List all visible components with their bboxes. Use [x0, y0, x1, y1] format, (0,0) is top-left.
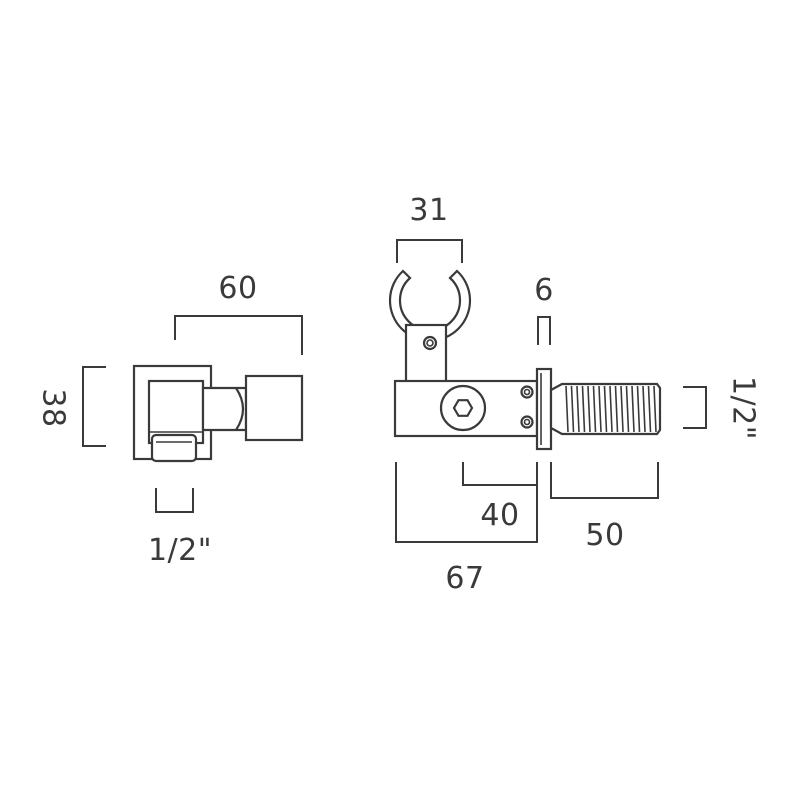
label-flange: 6 [534, 273, 554, 308]
thread-rib [614, 385, 619, 433]
label-thread-length: 50 [585, 518, 624, 553]
clip-screw [422, 335, 438, 351]
label-left-thread: 1/2" [148, 533, 212, 568]
thread-rib [631, 385, 635, 433]
dim-line-holder-opening [396, 239, 463, 263]
dim-line-overall-length [395, 462, 538, 543]
dim-line-left-height [82, 366, 106, 447]
thread-rib [592, 385, 597, 433]
thread-rib [603, 385, 608, 433]
thread-rib [570, 385, 575, 433]
body-screw-bottom [520, 415, 534, 429]
label-holder-opening: 31 [409, 193, 448, 228]
flange [535, 367, 553, 451]
dim-line-flange [537, 316, 551, 345]
label-left-width: 60 [218, 271, 257, 306]
thread-rib [625, 385, 630, 433]
thread-rib [576, 385, 580, 433]
thread-ribs [565, 385, 657, 433]
left-view [132, 364, 304, 463]
thread-nut [150, 433, 198, 463]
thread-rib [598, 385, 602, 433]
label-body-to-flange: 40 [480, 498, 519, 533]
thread-rib [620, 385, 624, 433]
clip-stem [404, 323, 448, 384]
thread-rib [581, 385, 586, 433]
pivot-hex-nut [452, 399, 474, 417]
end-cap [244, 374, 304, 442]
body-screw-bottom-inner [523, 418, 531, 426]
label-left-height: 38 [36, 388, 71, 427]
thread-rib [565, 385, 569, 433]
outlet-block [147, 379, 205, 445]
dim-line-body-to-flange [462, 462, 538, 486]
dim-line-left-width [174, 315, 303, 355]
thread-rib [587, 385, 591, 433]
body-screw-top [520, 385, 534, 399]
dim-line-left-thread [155, 488, 194, 513]
label-right-thread: 1/2" [726, 376, 761, 440]
body-screw-top-inner [523, 388, 531, 396]
right-dimensions: 31 6 1/2" 40 50 67 [395, 193, 761, 596]
handset-clip [388, 269, 472, 342]
left-dimensions: 60 38 1/2" [36, 271, 303, 568]
thread-rib [636, 385, 641, 433]
connector-curve [235, 387, 245, 431]
thread-rib [609, 385, 613, 433]
thread-rib [647, 385, 652, 433]
dim-line-right-thread [683, 386, 707, 429]
dim-line-thread-length [550, 462, 659, 499]
clip-screw-inner [426, 339, 434, 347]
thread-rib [642, 385, 646, 433]
label-overall-length: 67 [445, 561, 484, 596]
thread-rib [653, 385, 657, 433]
right-view [388, 269, 662, 451]
